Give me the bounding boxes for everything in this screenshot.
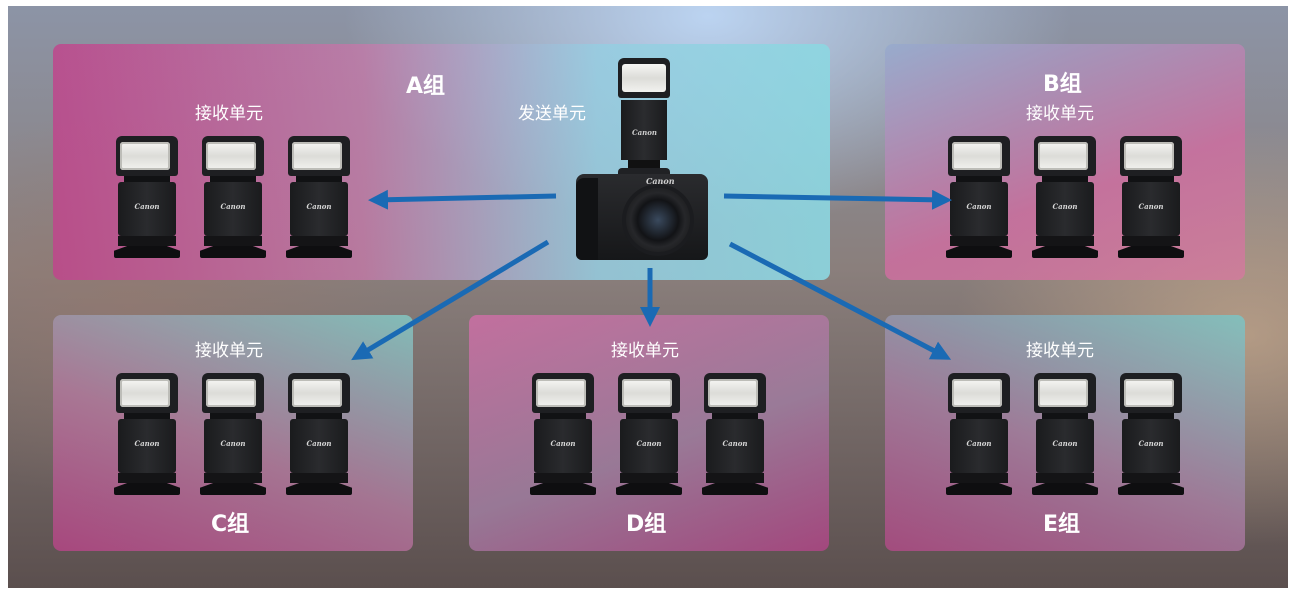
flash-brand-label: Canon: [306, 439, 332, 448]
flash-brand-label: Canon: [722, 439, 748, 448]
group-a-flash-3: Canon: [286, 136, 352, 258]
group-b-title: B组: [1043, 72, 1082, 97]
group-b-flash-3: Canon: [1118, 136, 1184, 258]
group-a-flash-1: Canon: [114, 136, 180, 258]
group-c-title: C组: [211, 512, 250, 537]
flash-brand-label: Canon: [220, 202, 246, 211]
arrow-to-group-c: [351, 239, 550, 361]
flash-brand-label: Canon: [1138, 439, 1164, 448]
group-e-flash-2: Canon: [1032, 373, 1098, 495]
group-a-receiver-label: 接收单元: [195, 104, 263, 124]
flash-brand-label: Canon: [966, 439, 992, 448]
camera-brand: Canon: [646, 176, 675, 186]
group-a-flash-2: Canon: [200, 136, 266, 258]
arrow-to-group-e: [728, 241, 952, 360]
arrow-to-group-a: [368, 189, 557, 210]
flash-brand-label: Canon: [134, 439, 160, 448]
group-c-flash-1: Canon: [114, 373, 180, 495]
camera-with-transmitter-flash: Canon Canon: [574, 58, 710, 263]
flash-brand-label: Canon: [550, 439, 576, 448]
group-d-receiver-label: 接收单元: [611, 341, 679, 361]
group-c-flash-2: Canon: [200, 373, 266, 495]
transmitter-label: 发送单元: [518, 104, 586, 124]
group-b-flash-1: Canon: [946, 136, 1012, 258]
diagram-canvas: A组 接收单元 Canon Canon Canon 发送单元 Canon Can…: [8, 6, 1288, 588]
group-d-flash-3: Canon: [702, 373, 768, 495]
flash-brand-label: Canon: [966, 202, 992, 211]
group-c-receiver-label: 接收单元: [195, 341, 263, 361]
group-e-title: E组: [1043, 512, 1081, 537]
flash-brand-label: Canon: [220, 439, 246, 448]
arrow-to-group-b: [723, 189, 952, 210]
group-d-flash-1: Canon: [530, 373, 596, 495]
group-e-flash-1: Canon: [946, 373, 1012, 495]
group-d-title: D组: [626, 512, 667, 537]
flash-brand-label: Canon: [636, 439, 662, 448]
flash-brand-label: Canon: [134, 202, 160, 211]
group-d-flash-2: Canon: [616, 373, 682, 495]
group-b-flash-2: Canon: [1032, 136, 1098, 258]
group-e-flash-3: Canon: [1118, 373, 1184, 495]
transmitter-flash-brand: Canon: [632, 128, 657, 137]
group-b-receiver-label: 接收单元: [1026, 104, 1094, 124]
flash-brand-label: Canon: [1052, 439, 1078, 448]
flash-brand-label: Canon: [1052, 202, 1078, 211]
group-a-title: A组: [406, 74, 446, 99]
flash-brand-label: Canon: [306, 202, 332, 211]
group-c-flash-3: Canon: [286, 373, 352, 495]
camera-lens: [626, 188, 690, 252]
flash-brand-label: Canon: [1138, 202, 1164, 211]
group-e-receiver-label: 接收单元: [1026, 341, 1094, 361]
signal-arrows: [351, 189, 952, 361]
